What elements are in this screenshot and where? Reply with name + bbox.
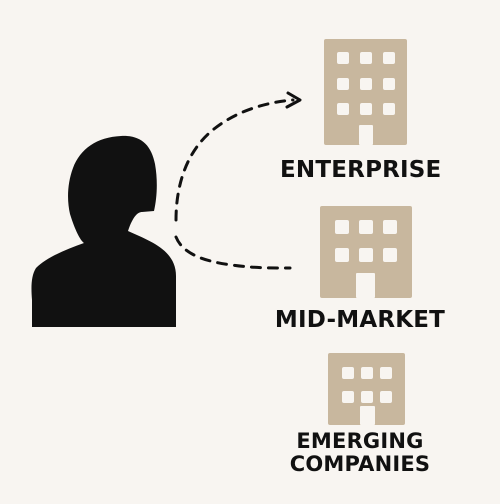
mid-market-label: MID-MARKET [274, 307, 446, 333]
emerging-companies-label: EMERGING COMPANIES [289, 429, 431, 477]
person-silhouette-icon [31, 135, 176, 327]
enterprise-label: ENTERPRISE [280, 157, 442, 183]
dashed-arrow-to-enterprise [174, 91, 302, 222]
dashed-curve-to-mid-market [174, 235, 292, 270]
enterprise-building-icon [324, 39, 407, 145]
mid-market-building-icon [320, 206, 412, 298]
emerging-companies-building-icon [328, 353, 405, 425]
